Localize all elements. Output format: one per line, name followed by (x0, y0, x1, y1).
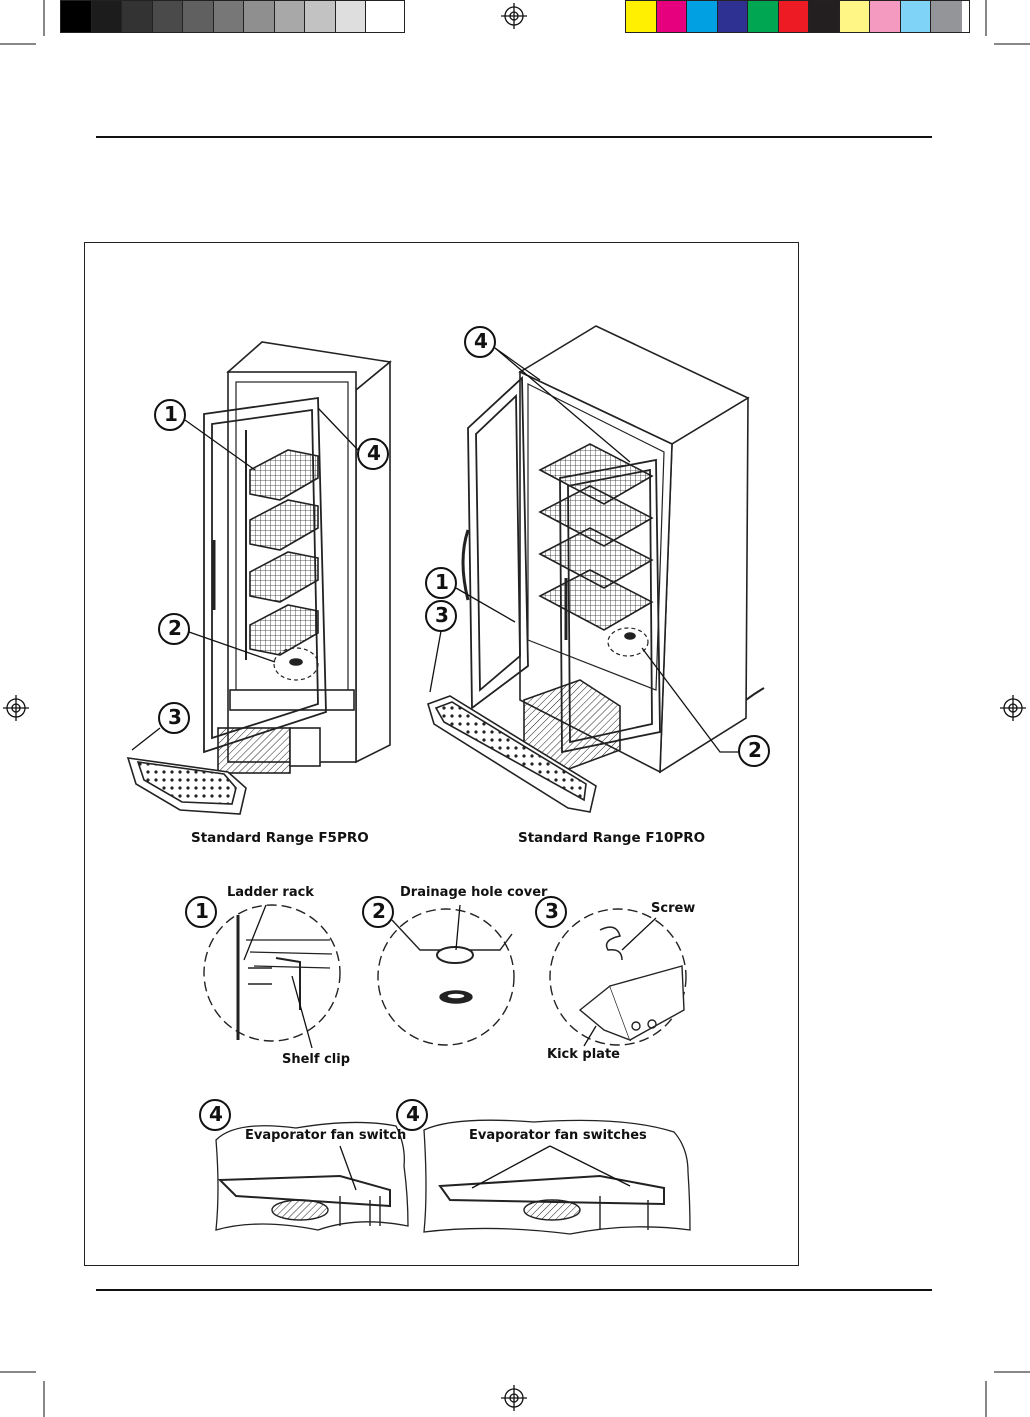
label-kick-plate: Kick plate (547, 1047, 620, 1062)
label-evaporator-fan-switch: Evaporator fan switch (245, 1128, 406, 1143)
f10pro-left-door (463, 378, 528, 708)
detail-callout-1: 1 (195, 899, 209, 923)
label-shelf-clip: Shelf clip (282, 1052, 350, 1067)
detail-screw (550, 909, 686, 1045)
label-drainage-hole-cover: Drainage hole cover (400, 885, 547, 900)
detail-ladder-rack (204, 905, 340, 1041)
label-evaporator-fan-switches: Evaporator fan switches (469, 1128, 647, 1143)
callout-1-f10: 1 (435, 570, 449, 594)
detail-callout-4-left: 4 (209, 1102, 223, 1126)
callout-3-f10: 3 (435, 603, 449, 627)
detail-callout-2: 2 (372, 899, 386, 923)
caption-f5pro: Standard Range F5PRO (191, 830, 369, 846)
callout-circles-details (186, 897, 566, 1130)
callout-2-f5: 2 (168, 616, 182, 640)
detail-callout-4-right: 4 (406, 1102, 420, 1126)
callout-1-f5: 1 (164, 402, 178, 426)
label-screw: Screw (651, 901, 695, 916)
f10pro-cabinet (520, 326, 764, 772)
callout-4-f10: 4 (474, 329, 488, 353)
detail-leaders (244, 905, 656, 1048)
callout-4-f5: 4 (367, 441, 381, 465)
label-ladder-rack: Ladder rack (227, 885, 314, 900)
callout-2-f10: 2 (748, 738, 762, 762)
caption-f10pro: Standard Range F10PRO (518, 830, 705, 846)
callout-3-f5: 3 (168, 705, 182, 729)
detail-drainage (378, 909, 514, 1045)
detail-callout-3: 3 (545, 899, 559, 923)
